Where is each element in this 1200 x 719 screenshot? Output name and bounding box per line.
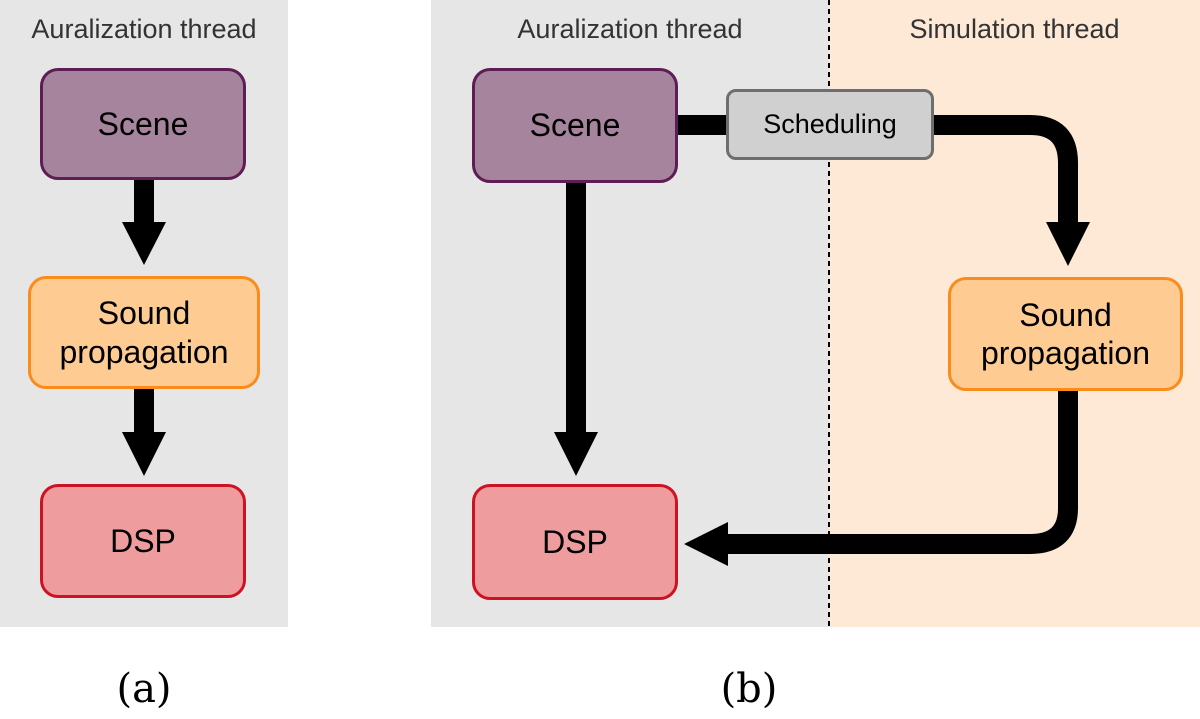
panel-b-scheduling-label: Scheduling [763, 109, 897, 140]
panel-b-scheduling-node: Scheduling [726, 89, 934, 160]
panel-b-arrow-sound-to-dsp [684, 391, 1078, 566]
panel-b-arrow-scheduling-to-sound [934, 115, 1090, 266]
panel-a-sound-propagation-node: Sound propagation [28, 276, 260, 389]
panel-b-sound-label-line2: propagation [980, 335, 1151, 371]
panel-a-thread-label: Auralization thread [31, 14, 257, 44]
panel-a-arrow-scene-to-sound [122, 180, 166, 265]
panel-a-caption: (a) [116, 666, 172, 712]
panel-b-dsp-label: DSP [542, 523, 608, 560]
panel-a-scene-label: Scene [97, 105, 189, 142]
panel-b-dsp-node: DSP [472, 484, 678, 600]
panel-b-auralization-label: Auralization thread [517, 14, 743, 44]
panel-b-simulation-label: Simulation thread [909, 14, 1120, 44]
panel-b-scene-node: Scene [472, 68, 678, 183]
panel-a-sound-label-line2: propagation [59, 333, 229, 370]
panel-b-caption: (b) [720, 666, 778, 712]
panel-b-sound-propagation-node: Sound propagation [948, 277, 1183, 391]
panel-a-scene-node: Scene [40, 68, 246, 180]
panel-b-sound-label-line1: Sound [1019, 296, 1112, 333]
panel-b-arrow-scene-to-dsp [554, 183, 598, 476]
panel-a-dsp-label: DSP [110, 522, 176, 559]
panel-a-sound-label-line1: Sound [97, 295, 191, 332]
panel-a-arrow-sound-to-dsp [122, 389, 166, 476]
panel-b-scene-label: Scene [529, 107, 621, 144]
panel-a-dsp-node: DSP [40, 484, 246, 598]
